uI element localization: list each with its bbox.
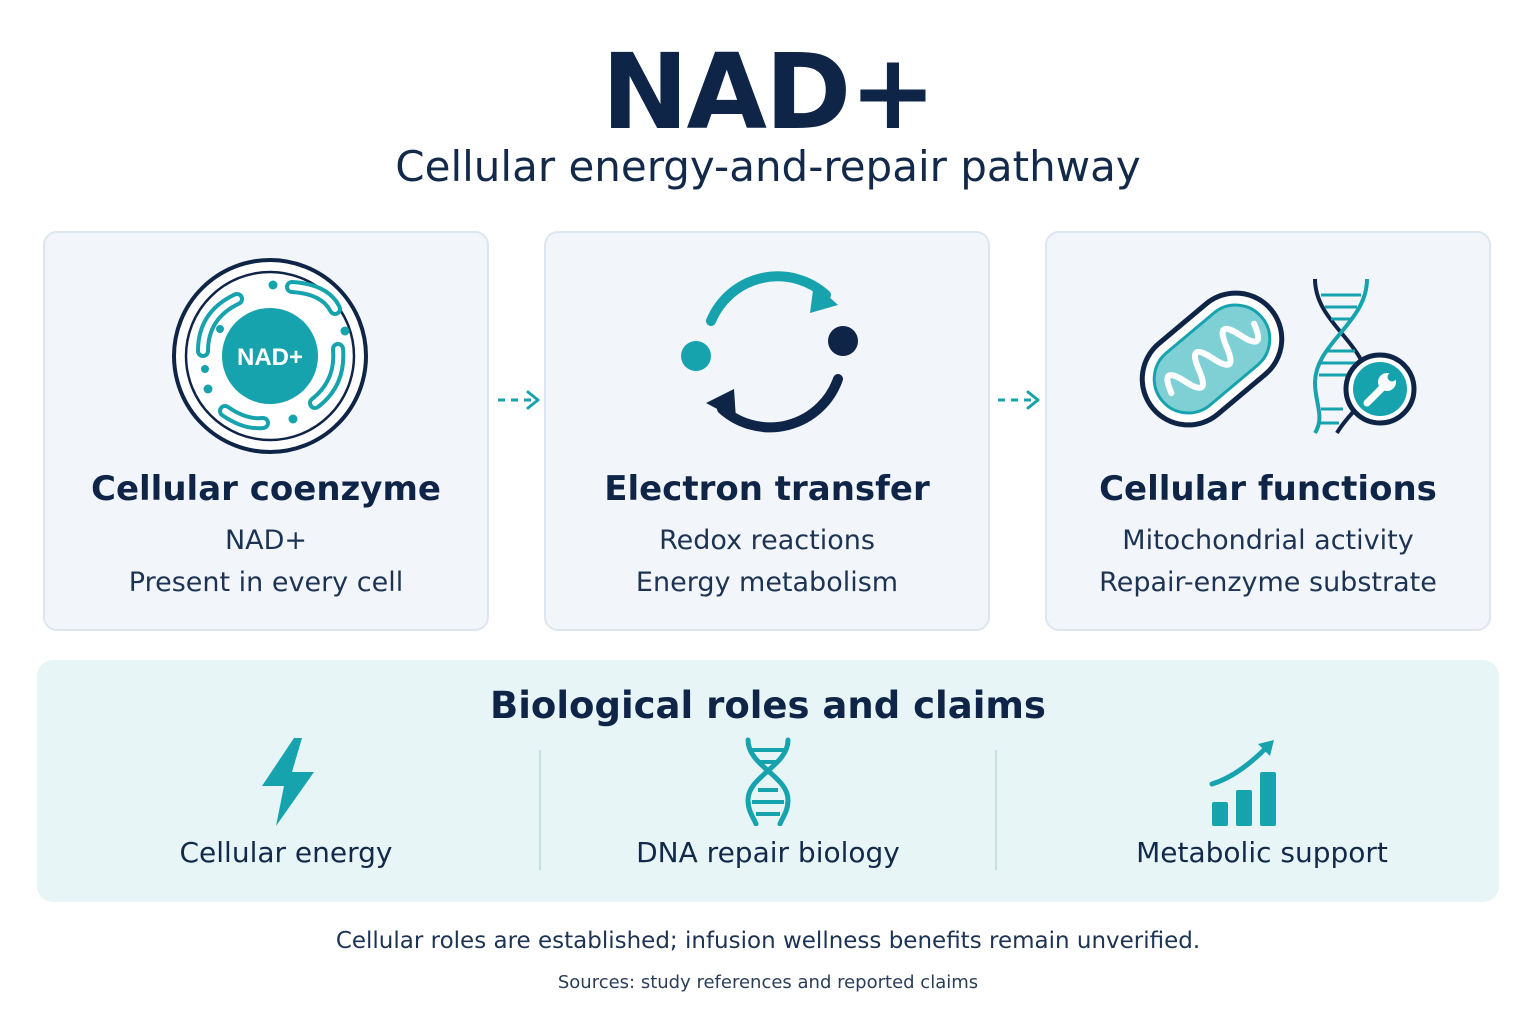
card-line: Mitochondrial activity: [1122, 525, 1414, 556]
card-title: Electron transfer: [604, 469, 930, 509]
card-title: Cellular coenzyme: [91, 469, 441, 509]
roles-panel: Biological roles and claims Cellular ene…: [37, 660, 1499, 902]
cycle-arrows-icon: [681, 271, 858, 433]
card-line: Present in every cell: [128, 567, 404, 598]
sources-note: Sources: study references and reported c…: [557, 972, 979, 993]
wrench-icon: [1343, 352, 1417, 426]
role-dna-repair: DNA repair biology: [548, 730, 988, 890]
card-line: Repair-enzyme substrate: [1099, 567, 1437, 598]
cell-icon: NAD+: [172, 258, 368, 454]
card-line: NAD+: [224, 525, 308, 556]
card-title: Cellular functions: [1099, 469, 1437, 509]
divider: [995, 750, 997, 870]
role-cellular-energy: Cellular energy: [66, 730, 506, 890]
mitochondria-dna-wrench-icon: [1139, 278, 1417, 435]
dna-icon: [745, 737, 791, 826]
dashed-arrow-icon: [998, 390, 1040, 410]
dashed-arrow-icon: [498, 390, 540, 410]
mitochondria-icon: [1139, 290, 1285, 428]
footnote: Cellular roles are established; infusion…: [335, 928, 1201, 954]
card-line: Redox reactions: [659, 525, 875, 556]
role-metabolic-support: Metabolic support: [1042, 730, 1482, 890]
bar-chart-growth-icon: [1209, 740, 1276, 826]
page-title: NAD+: [601, 31, 937, 153]
nad-badge: NAD+: [237, 344, 303, 371]
role-label: DNA repair biology: [636, 836, 900, 869]
card-cellular-coenzyme: NAD+ Cellular coenzyme NAD+ Present in e…: [43, 231, 489, 631]
roles-title: Biological roles and claims: [490, 684, 1046, 727]
page-subtitle: Cellular energy-and-repair pathway: [395, 142, 1141, 191]
card-line: Energy metabolism: [635, 567, 899, 598]
card-cellular-functions: Cellular functions Mitochondrial activit…: [1045, 231, 1491, 631]
divider: [539, 750, 541, 870]
lightning-icon: [262, 738, 314, 826]
role-label: Metabolic support: [1136, 836, 1388, 869]
role-label: Cellular energy: [179, 836, 393, 869]
card-electron-transfer: Electron transfer Redox reactions Energy…: [544, 231, 990, 631]
